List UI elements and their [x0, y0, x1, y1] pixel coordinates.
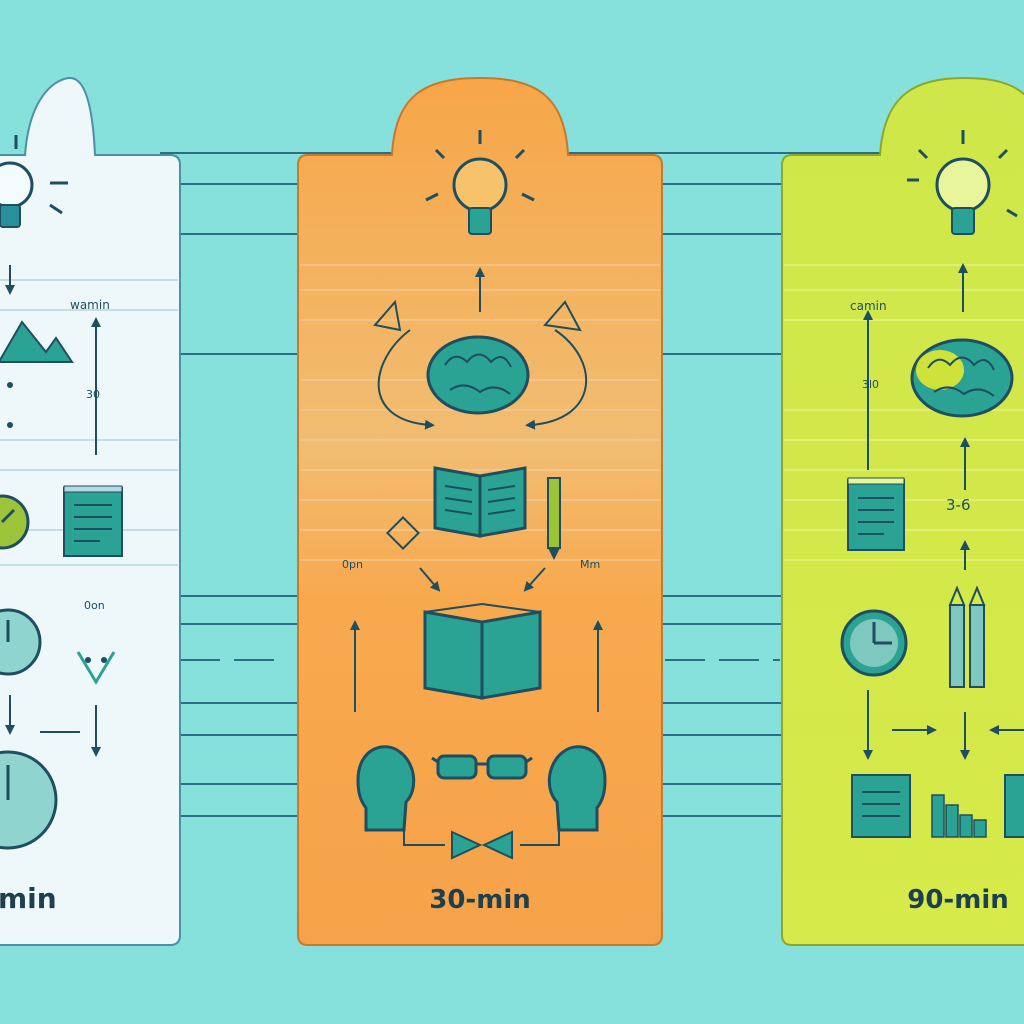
panel-footer-label: 90-min — [907, 885, 1009, 915]
lightbulb-icon — [907, 130, 1018, 235]
panel-right: camin 3l0 3-6 — [781, 76, 1024, 946]
bar-chart-icon — [931, 794, 987, 838]
eyeglasses-icon — [431, 754, 533, 780]
note-text: 0on — [84, 599, 105, 612]
brain-icon — [910, 338, 1014, 418]
note-text: Mm — [580, 558, 600, 571]
pen-icon — [547, 477, 561, 560]
large-clock-icon — [0, 750, 58, 850]
head-profile-icon — [547, 745, 607, 832]
panel-left: wamin 30 0on min — [0, 76, 181, 946]
diamond-icon — [386, 516, 420, 550]
panel-footer-label: min — [0, 882, 57, 915]
head-profile-icon — [356, 745, 416, 832]
stopwatch-icon — [0, 494, 30, 550]
lightbulb-icon — [0, 135, 68, 228]
clock-icon — [840, 609, 908, 677]
note-text: camin — [850, 299, 887, 313]
open-book-icon — [423, 602, 542, 700]
note-text: 3-6 — [946, 496, 971, 514]
mountain-icon — [0, 320, 74, 363]
note-text: 0pn — [342, 558, 363, 571]
clock-icon — [0, 608, 42, 676]
notepad-icon — [851, 774, 1024, 838]
panel-middle: 0pn Mm 3 — [297, 76, 663, 946]
pencils-icon — [948, 585, 986, 688]
bow-tie-icon — [451, 830, 513, 860]
note-text: 3l0 — [862, 378, 879, 391]
panel-footer-label: 30-min — [429, 885, 531, 915]
lightbulb-icon — [425, 130, 535, 235]
chevron-icon — [76, 651, 116, 685]
open-book-icon — [433, 466, 527, 538]
note-text: 30 — [86, 388, 100, 401]
notepad-icon — [847, 477, 905, 551]
brain-icon — [426, 335, 530, 415]
notepad-icon — [63, 485, 123, 557]
note-text: wamin — [70, 298, 110, 312]
